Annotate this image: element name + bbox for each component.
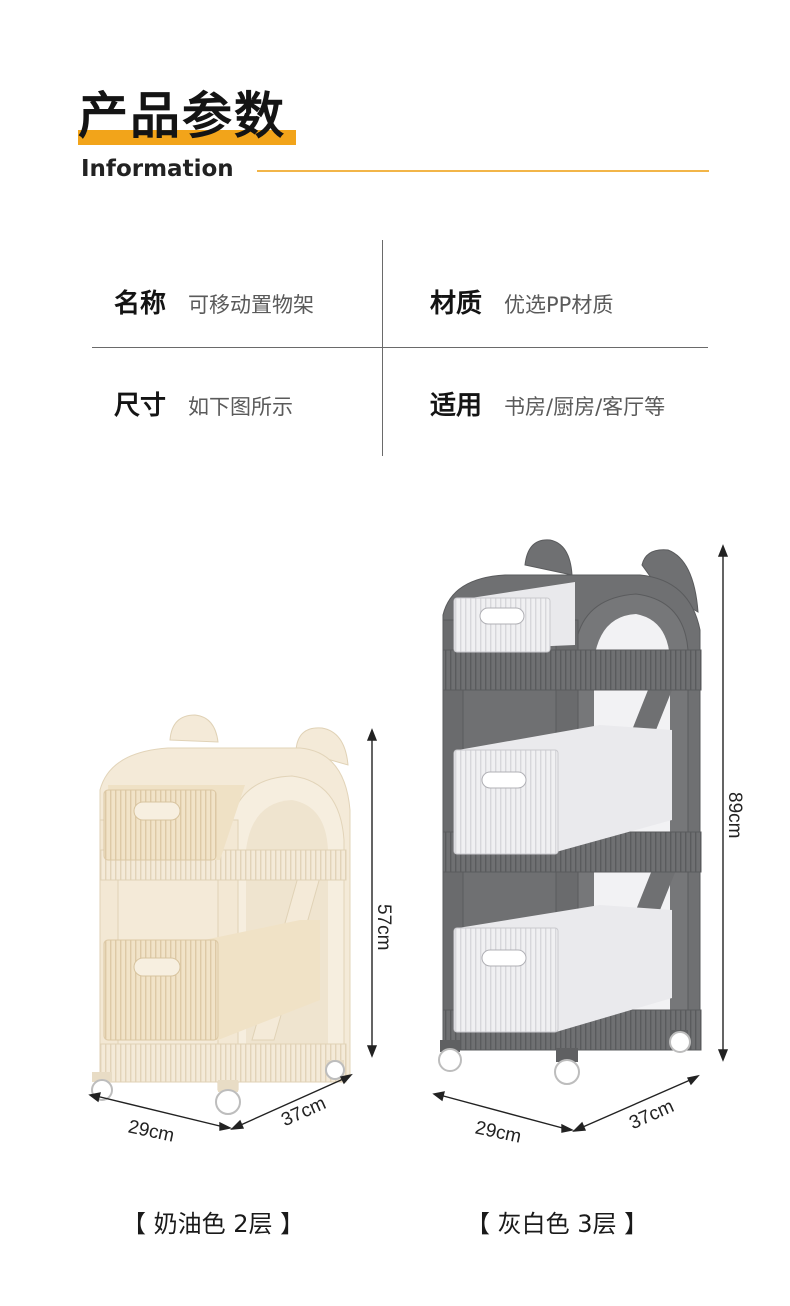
spec-label: 适用 xyxy=(430,391,483,421)
grey-basket-middle xyxy=(453,749,559,855)
spec-value: 可移动置物架 xyxy=(188,293,315,317)
cream-dimension-lines xyxy=(88,728,378,1131)
basket-handle-icon xyxy=(479,607,525,625)
product-illustrations: 57cm 29cm 37cm xyxy=(88,539,745,1148)
title-highlight-bar xyxy=(78,130,296,145)
spec-label: 材质 xyxy=(430,289,483,319)
basket-handle-icon xyxy=(133,957,181,977)
spec-label: 名称 xyxy=(114,289,167,319)
basket-handle-icon xyxy=(481,949,527,967)
spec-size: 尺寸 如下图所示 xyxy=(114,385,293,422)
cream-basket-top xyxy=(103,789,217,861)
grey-wheels xyxy=(438,1030,691,1085)
spec-grid-vertical-divider xyxy=(382,240,383,456)
spec-label: 尺寸 xyxy=(114,391,167,421)
cream-top-tab xyxy=(169,714,219,743)
cream-depth-label: 37cm xyxy=(278,1093,329,1131)
grey-dimension-lines xyxy=(432,544,729,1133)
grey-width-label: 29cm xyxy=(473,1118,523,1148)
cream-wheels xyxy=(91,1060,345,1115)
grey-depth-label: 37cm xyxy=(626,1096,677,1134)
grey-basket-bottom xyxy=(453,927,559,1033)
cream-caption: 【 奶油色 2层 】 xyxy=(122,1210,305,1238)
subtitle-divider xyxy=(257,170,709,172)
grey-top-tab xyxy=(524,539,573,576)
grey-caption: 【 灰白色 3层 】 xyxy=(466,1210,649,1238)
cream-cart: 57cm 29cm 37cm xyxy=(88,714,394,1147)
spec-name: 名称 可移动置物架 xyxy=(114,283,314,320)
cream-height-label: 57cm xyxy=(373,904,394,950)
spec-grid-horizontal-divider xyxy=(92,347,708,348)
spec-material: 材质 优选PP材质 xyxy=(430,283,613,320)
grey-shelf-rim xyxy=(442,649,702,691)
spec-value: 优选PP材质 xyxy=(504,293,614,317)
basket-handle-icon xyxy=(133,801,181,821)
page-subtitle: Information xyxy=(81,156,234,182)
cream-basket-bottom xyxy=(103,939,219,1041)
cream-base-rim xyxy=(99,1043,347,1083)
grey-cart: 89cm 29cm 37cm xyxy=(432,539,745,1148)
grey-height-label: 89cm xyxy=(724,792,745,838)
cream-width-label: 29cm xyxy=(126,1117,176,1147)
cream-top-tab xyxy=(295,727,349,766)
spec-value: 如下图所示 xyxy=(188,395,294,419)
basket-handle-icon xyxy=(481,771,527,789)
grey-basket-top xyxy=(453,597,551,653)
page-title: 产品参数 xyxy=(78,87,286,145)
spec-value: 书房/厨房/客厅等 xyxy=(504,395,666,419)
spec-usage: 适用 书房/厨房/客厅等 xyxy=(430,385,665,422)
title-block: 产品参数 xyxy=(78,84,296,148)
